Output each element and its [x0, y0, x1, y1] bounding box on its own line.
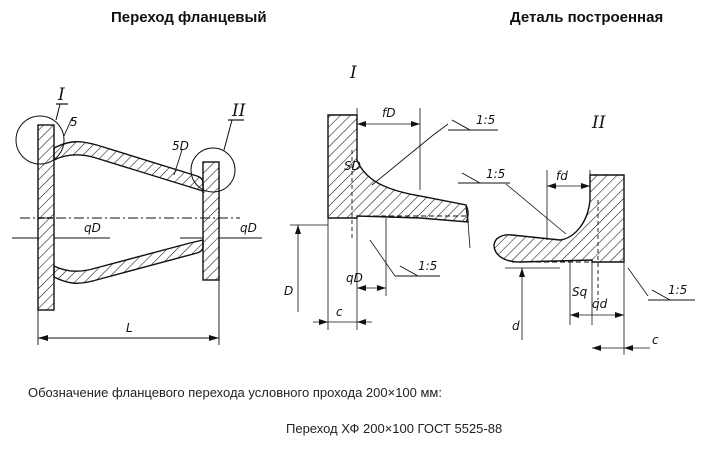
label-q-d-2: qd — [592, 297, 608, 311]
detail-2-view — [458, 170, 695, 355]
transition-view — [12, 103, 262, 345]
label-ratio-2a: 1:5 — [486, 167, 505, 181]
label-s-small: 5 — [70, 115, 78, 129]
label-s-d-vertical: SD — [344, 159, 361, 173]
label-c-2: c — [652, 333, 659, 347]
detail-1-flange — [327, 114, 469, 223]
detail-2-labels: II 1:5 fd Sq qd d 1:5 c — [486, 113, 687, 347]
label-ratio-1a: 1:5 — [476, 113, 495, 127]
label-fd-2: fd — [556, 169, 568, 183]
label-s-q: Sq — [572, 285, 588, 299]
label-q-d-1: qD — [346, 271, 363, 285]
label-c-1: c — [336, 305, 343, 319]
transition-labels: I II 5 5D qD qD L — [57, 85, 257, 335]
designation-note: Обозначение фланцевого перехода условног… — [28, 385, 442, 400]
detail-2-flange — [493, 174, 625, 263]
detail-1-view — [290, 108, 498, 330]
label-detail-2-view: II — [591, 113, 606, 133]
label-q-left: qD — [84, 221, 101, 235]
title-built-detail: Деталь построенная — [510, 9, 664, 26]
detail-circle-1 — [15, 115, 65, 165]
label-d-small: d — [512, 319, 520, 333]
label-s-d: 5D — [172, 139, 189, 153]
label-ratio-2b: 1:5 — [668, 283, 687, 297]
label-diameter-d: D — [284, 284, 293, 298]
lower-cone-wall — [53, 239, 204, 284]
label-detail-2: II — [231, 101, 246, 121]
label-q-right: qD — [240, 221, 257, 235]
label-ratio-1b: 1:5 — [418, 259, 437, 273]
right-flange — [202, 161, 220, 281]
label-length: L — [126, 321, 133, 335]
title-flanged-transition: Переход фланцевый — [111, 9, 267, 26]
label-detail-1: I — [57, 85, 65, 105]
upper-cone-wall — [53, 141, 204, 192]
label-detail-1-view: I — [349, 63, 357, 83]
detail-1-labels: I fD 1:5 SD D qD 1:5 c — [284, 63, 495, 319]
detail-circle-2 — [190, 147, 236, 193]
designation-example: Переход ХФ 200×100 ГОСТ 5525-88 — [286, 421, 503, 436]
label-fd-1: fD — [382, 106, 395, 120]
